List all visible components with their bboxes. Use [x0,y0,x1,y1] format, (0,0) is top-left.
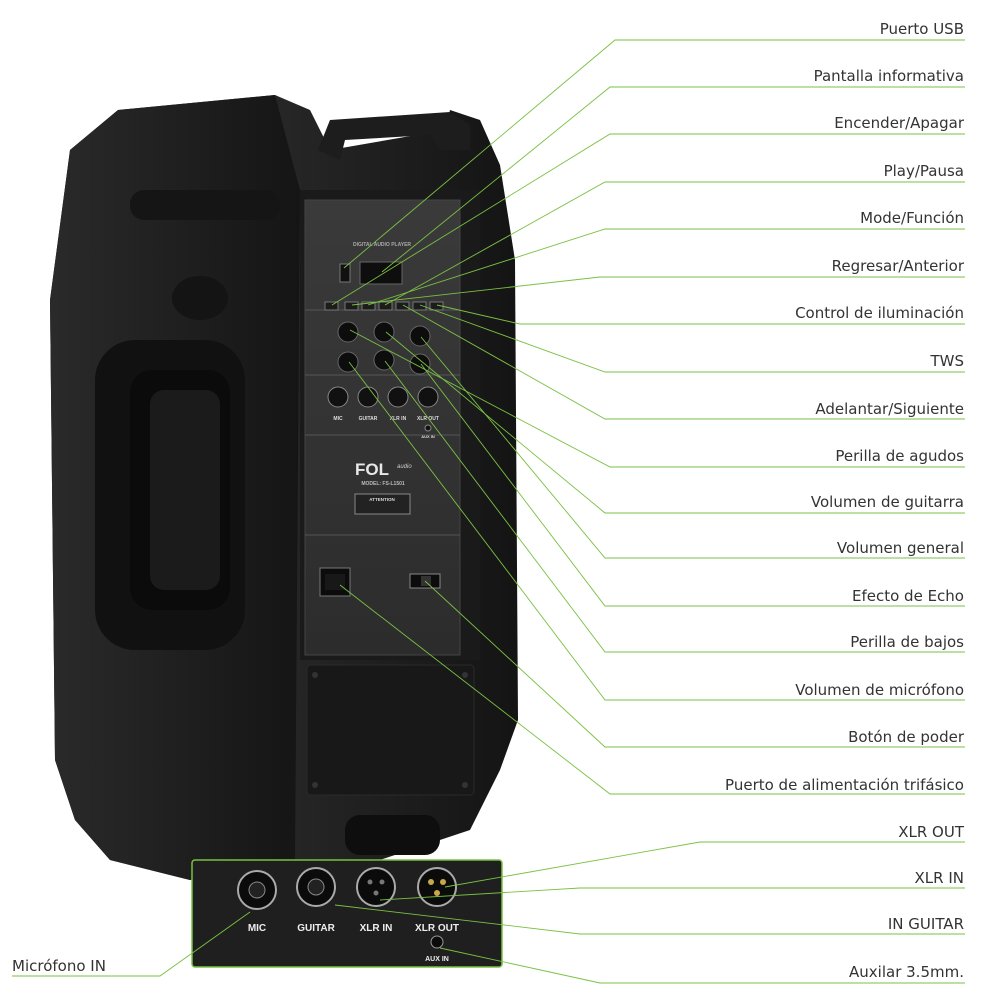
leader-line-info-display [381,86,965,273]
inset-aux-jack[interactable] [430,935,444,949]
brand-logo: FOL [355,460,389,479]
panel-aux-jack[interactable] [424,424,432,432]
callout-guitar-volume: Volumen de guitarra [810,493,964,511]
inset-xlr-in-label: XLR IN [360,923,393,934]
leader-line-forward-next [402,304,965,420]
leader-line-in-guitar [334,904,965,935]
player-buttons [324,301,444,311]
callout-back-previous: Regresar/Anterior [831,257,964,275]
panel-mic-label: MIC [333,416,343,422]
inset-aux-label: AUX IN [425,956,449,963]
model-number: MODEL: FS-L1501 [361,481,405,487]
mic-volume-knob[interactable] [337,351,359,373]
power-on-off-button[interactable] [324,301,339,311]
leader-line-lighting-control [436,304,965,325]
callout-xlr-out: XLR OUT [898,823,964,841]
callout-aux-in: Auxilar 3.5mm. [849,963,964,981]
callout-three-phase-power-port: Puerto de alimentación trifásico [725,776,964,794]
leader-line-tws [419,304,965,373]
forward-button[interactable] [395,301,410,311]
brand-sub: audio [397,464,412,470]
inset-guitar-label: GUITAR [297,923,335,934]
play-pause-button[interactable] [378,301,393,311]
callout-leader-lines [12,39,965,984]
leader-line-mic-in [12,911,251,977]
mode-button[interactable] [361,301,376,311]
leader-line-aux-in [439,947,965,984]
panel-jacks: MIC GUITAR XLR IN XLR OUT AUX IN [327,386,439,439]
display-screen [359,261,403,285]
panel-guitar-label: GUITAR [359,416,378,422]
guitar-volume-knob[interactable] [373,321,395,343]
panel-xlr-in-label: XLR IN [390,416,407,422]
leader-line-mode-function [367,228,965,306]
player-title: DIGITAL AUDIO PLAYER [353,242,411,248]
callout-forward-next: Adelantar/Siguiente [815,400,964,418]
leader-line-xlr-in [379,887,965,901]
leader-line-guitar-volume [385,331,965,514]
callout-tws: TWS [930,352,964,370]
callout-info-display: Pantalla informativa [813,67,964,85]
leader-line-xlr-out [444,841,965,888]
callout-master-volume: Volumen general [836,539,964,557]
knobs [337,321,431,375]
inset-xlr-out-label: XLR OUT [415,923,459,934]
panel-aux-label: AUX IN [421,434,435,439]
bass-knob[interactable] [373,349,395,371]
inset-xlr-in-jack[interactable] [356,867,396,907]
panel-xlr-in-jack[interactable] [387,386,409,408]
attention-text: ATTENTION [369,497,394,502]
callout-play-pause: Play/Pausa [883,162,964,180]
back-button[interactable] [344,301,359,311]
leader-line-usb-port [343,39,965,269]
pole-mount [172,276,228,320]
callout-treble-knob: Perilla de agudos [835,447,964,465]
rear-control-panel: DIGITAL AUDIO PLAYER [304,199,475,796]
callout-mode-function: Mode/Función [860,209,964,227]
callout-usb-port: Puerto USB [879,20,964,38]
callout-xlr-in: XLR IN [914,869,964,887]
panel-mic-jack[interactable] [327,386,349,408]
inset-jack-detail: MIC GUITAR XLR IN XLR OUT AUX IN [191,859,503,968]
inset-xlr-out-jack[interactable] [417,867,457,907]
callout-power-on-off: Encender/Apagar [834,114,964,132]
panel-xlr-out-jack[interactable] [417,386,439,408]
callout-in-guitar: IN GUITAR [887,915,964,933]
attention-label [354,493,411,515]
inset-mic-label: MIC [248,923,266,934]
master-volume-knob[interactable] [409,325,431,347]
callout-power-button: Botón de poder [848,728,964,746]
callout-bass-knob: Perilla de bajos [850,633,964,651]
callout-mic-in: Micrófono IN [12,957,106,975]
leader-line-power-on-off [331,133,965,306]
leader-line-master-volume [420,336,965,559]
leader-line-play-pause [384,181,965,306]
leader-line-back-previous [351,276,965,306]
amp-plate [306,664,475,796]
leader-line-power-button [424,580,965,748]
panel-xlr-out-label: XLR OUT [417,416,439,422]
tws-button[interactable] [412,301,427,311]
callout-echo-effect: Efecto de Echo [852,587,964,605]
leader-line-three-phase-power-port [339,584,965,795]
leader-line-treble-knob [349,329,965,468]
callout-lighting-control: Control de iluminación [795,304,964,322]
leader-line-mic-volume [348,361,965,701]
leader-line-echo-effect [420,363,965,607]
treble-knob[interactable] [337,321,359,343]
callout-mic-volume: Volumen de micrófono [795,681,964,699]
leader-line-bass-knob [384,360,965,653]
usb-port-icon[interactable] [339,263,351,283]
